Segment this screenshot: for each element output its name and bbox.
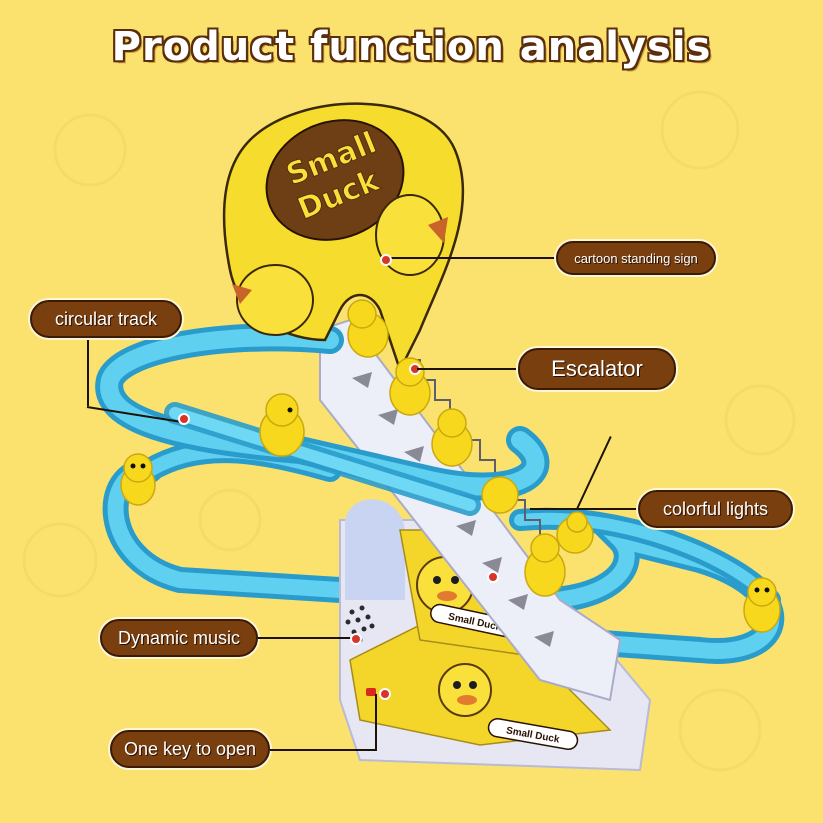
leader-line-lights-horizontal (530, 508, 640, 510)
leader-line-escalator (417, 368, 519, 370)
pointer-dot-track (178, 413, 190, 425)
leader-line-music (258, 637, 352, 639)
callout-colorful-lights: colorful lights (638, 490, 793, 528)
duck-figure-icon (120, 299, 781, 633)
power-button-icon[interactable] (366, 688, 376, 696)
callout-dynamic-music: Dynamic music (100, 619, 258, 657)
callout-one-key-to-open: One key to open (110, 730, 270, 768)
callout-circular-track: circular track (30, 300, 182, 338)
leader-line-power-horizontal (270, 749, 376, 751)
upper-track (95, 323, 550, 516)
leader-line-power-vertical (375, 694, 377, 751)
leader-line-sign (384, 257, 556, 259)
pointer-dot-sign (380, 254, 392, 266)
pointer-dot-music (350, 633, 362, 645)
callout-cartoon-standing-sign: cartoon standing sign (556, 241, 716, 275)
pointer-dot-power (379, 688, 391, 700)
pointer-dot-lights (487, 571, 499, 583)
cartoon-standing-sign (222, 102, 465, 374)
callout-escalator: Escalator (518, 348, 676, 390)
leader-line-track-vertical (87, 340, 89, 406)
page-title: Product function analysis (111, 24, 712, 70)
